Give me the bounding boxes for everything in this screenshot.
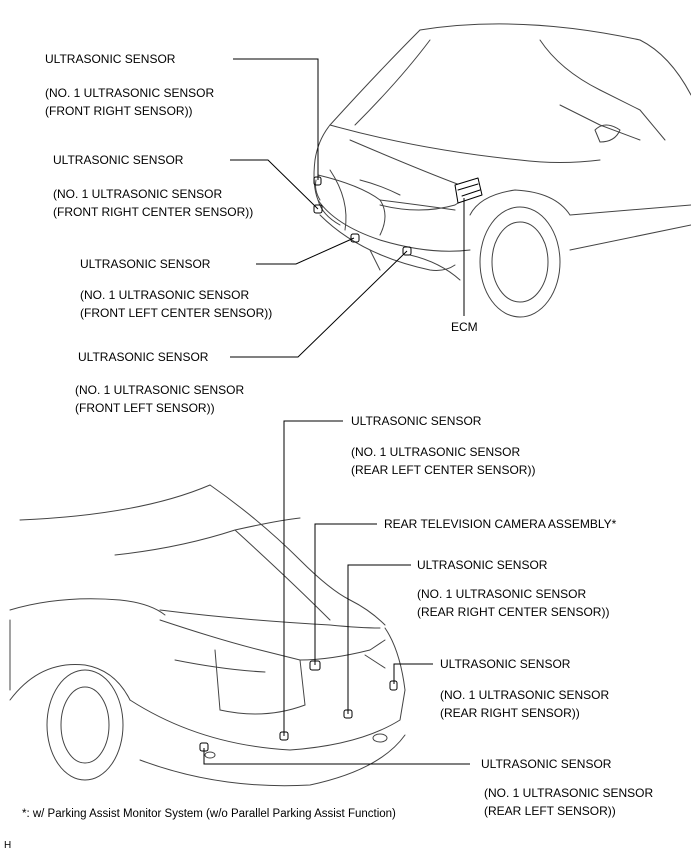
front-left-center-sensor-icon bbox=[350, 233, 360, 243]
rear-right-center-sensor-detail: (NO. 1 ULTRASONIC SENSOR (REAR RIGHT CEN… bbox=[417, 587, 610, 619]
rear-left-center-sensor-detail: (NO. 1 ULTRASONIC SENSOR (REAR LEFT CENT… bbox=[351, 445, 536, 477]
front-right-sensor-title: ULTRASONIC SENSOR bbox=[45, 52, 176, 66]
rear-right-center-sensor-title: ULTRASONIC SENSOR bbox=[417, 558, 548, 572]
leader-rear-left-center bbox=[283, 420, 343, 736]
front-left-center-sensor-detail: (NO. 1 ULTRASONIC SENSOR (FRONT LEFT CEN… bbox=[80, 288, 273, 320]
rear-left-center-sensor-title: ULTRASONIC SENSOR bbox=[351, 414, 482, 428]
front-right-center-sensor-title: ULTRASONIC SENSOR bbox=[53, 153, 184, 167]
front-left-sensor-detail: (NO. 1 ULTRASONIC SENSOR (FRONT LEFT SEN… bbox=[75, 383, 245, 415]
ecm-unit bbox=[454, 177, 483, 204]
leader-rear-left bbox=[203, 748, 470, 765]
footnote: *: w/ Parking Assist Monitor System (w/o… bbox=[22, 808, 396, 820]
front-vehicle-drawing bbox=[313, 23, 691, 318]
front-right-sensor-detail: (NO. 1 ULTRASONIC SENSOR (FRONT RIGHT SE… bbox=[45, 86, 215, 118]
leader-front-right-center bbox=[230, 159, 319, 210]
rear-right-sensor-title: ULTRASONIC SENSOR bbox=[440, 657, 571, 671]
rear-vehicle-drawing bbox=[9, 484, 406, 787]
leader-front-left bbox=[230, 250, 408, 358]
rear-camera-label: REAR TELEVISION CAMERA ASSEMBLY* bbox=[384, 517, 617, 531]
front-left-sensor-icon bbox=[402, 246, 412, 256]
leader-front-right bbox=[233, 58, 319, 180]
leader-front-left-center bbox=[256, 237, 355, 265]
leader-rear-camera bbox=[314, 523, 377, 665]
rear-left-sensor-detail: (NO. 1 ULTRASONIC SENSOR (REAR LEFT SENS… bbox=[484, 786, 654, 818]
front-left-sensor-title: ULTRASONIC SENSOR bbox=[78, 350, 209, 364]
front-right-center-sensor-icon bbox=[313, 204, 323, 214]
leader-rear-right-center bbox=[347, 564, 411, 714]
rear-right-sensor-detail: (NO. 1 ULTRASONIC SENSOR (REAR RIGHT SEN… bbox=[440, 688, 610, 720]
front-right-center-sensor-detail: (NO. 1 ULTRASONIC SENSOR (FRONT RIGHT CE… bbox=[53, 187, 254, 219]
ecm-label: ECM bbox=[451, 320, 478, 334]
rear-left-sensor-title: ULTRASONIC SENSOR bbox=[481, 757, 612, 771]
front-left-center-sensor-title: ULTRASONIC SENSOR bbox=[80, 257, 211, 271]
leader-rear-right bbox=[393, 663, 433, 684]
corner-mark: H bbox=[4, 840, 12, 851]
